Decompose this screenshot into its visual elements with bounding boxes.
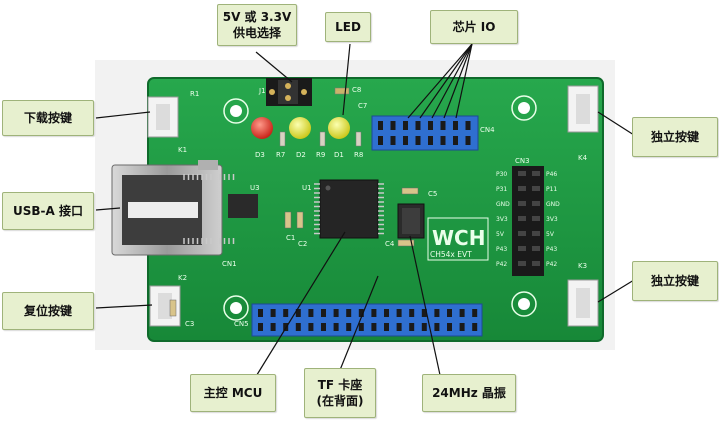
silk-cn3-right-label: P43 [546,246,557,253]
download-button-switch [147,96,179,138]
silk-d1: D1 [334,151,344,159]
header-cn3 [512,166,544,276]
silk-cn3-right-label: 5V [546,231,555,238]
silk-cn3-left-label: 3V3 [496,216,508,223]
silk-u1: U1 [302,184,312,192]
silk-r8: R8 [354,151,363,159]
crystal-24mhz [397,203,425,239]
led-d1 [328,117,350,139]
main-mcu-chip [183,174,384,244]
callout-lines [95,43,635,379]
silk-cn3-left-label: 5V [496,231,505,238]
label-usb-a-port: USB-A 接口 [2,192,94,230]
mounting-hole [511,291,537,317]
label-power-select-line1: 5V 或 3.3V [222,10,292,24]
label-main-mcu-text: 主控 MCU [203,386,263,400]
label-independent-button-2-text: 独立按键 [650,274,699,288]
silk-d3: D3 [255,151,265,159]
silk-c8: C8 [352,86,361,94]
label-chip-io-text: 芯片 IO [452,20,496,34]
silk-cn3-left-label: P30 [496,171,507,178]
label-reset-button: 复位按键 [2,292,94,330]
silk-cn3-left-label: GND [496,201,510,208]
silk-k1: K1 [178,146,187,154]
silk-d2: D2 [296,151,306,159]
mounting-hole [223,295,249,321]
silk-cn4: CN4 [480,126,495,134]
label-power-select: 5V 或 3.3V 供电选择 [217,4,297,46]
label-download-button: 下载按键 [2,100,94,136]
silk-r9: R9 [316,151,325,159]
label-main-mcu: 主控 MCU [190,374,276,412]
label-tf-slot: TF 卡座 (在背面) [304,368,376,418]
mounting-hole [511,95,537,121]
silk-k4: K4 [578,154,588,162]
label-crystal-text: 24MHz 晶振 [432,386,506,400]
silk-k3: K3 [578,262,587,270]
silk-cn3: CN3 [515,157,530,165]
silk-cn1: CN1 [222,260,237,268]
led-d3 [251,117,273,139]
silk-brand: WCH [432,226,485,250]
power-jumper-j1 [266,78,312,106]
silk-c1: C1 [286,234,295,242]
label-tf-slot-line2: (在背面) [316,394,364,408]
label-download-button-text: 下载按键 [23,111,72,125]
mounting-holes [223,95,537,321]
label-led: LED [325,12,371,42]
label-independent-button-2: 独立按键 [632,261,718,301]
silk-cn3-right-label: 3V3 [546,216,558,223]
silk-cn5: CN5 [234,320,249,328]
regulator-chip-u3 [228,194,258,218]
usb-a-connector [111,160,223,256]
silk-u3: U3 [250,184,260,192]
header-cn4-chip-io [371,115,479,151]
silk-c7: C7 [358,102,367,110]
led-d2 [289,117,311,139]
label-crystal: 24MHz 晶振 [422,374,516,412]
silk-cn3-left-label: P42 [496,261,507,268]
label-usb-a-port-text: USB-A 接口 [13,204,83,218]
logo-frame [427,217,489,261]
label-reset-button-text: 复位按键 [23,304,72,318]
label-power-select-line2: 供电选择 [232,26,281,40]
label-tf-slot-line1: TF 卡座 [317,378,363,392]
label-independent-button-1-text: 独立按键 [650,130,699,144]
silk-c3: C3 [185,320,194,328]
silk-cn3-right-label: P42 [546,261,557,268]
silk-c5: C5 [428,190,437,198]
silk-board-name: CH54x EVT [430,250,472,259]
silk-c4: C4 [385,240,395,248]
header-cn5 [251,303,483,337]
silk-c2: C2 [298,240,307,248]
label-led-text: LED [335,20,361,34]
silk-cn3-right-label: P46 [546,171,557,178]
independent-button-switch-k3 [567,279,599,327]
label-chip-io: 芯片 IO [430,10,518,44]
silk-cn3-right-label: P11 [546,186,557,193]
label-independent-button-1: 独立按键 [632,117,718,157]
silk-cn3-left-label: P43 [496,246,507,253]
silk-j1: J1 [258,87,266,95]
silk-r1: R1 [190,90,199,98]
silk-cn3-right-label: GND [546,201,560,208]
mounting-hole [223,98,249,124]
silk-k2: K2 [178,274,187,282]
silk-cn3-left-label: P31 [496,186,507,193]
independent-button-switch-k4 [567,85,599,133]
silk-r7: R7 [276,151,285,159]
